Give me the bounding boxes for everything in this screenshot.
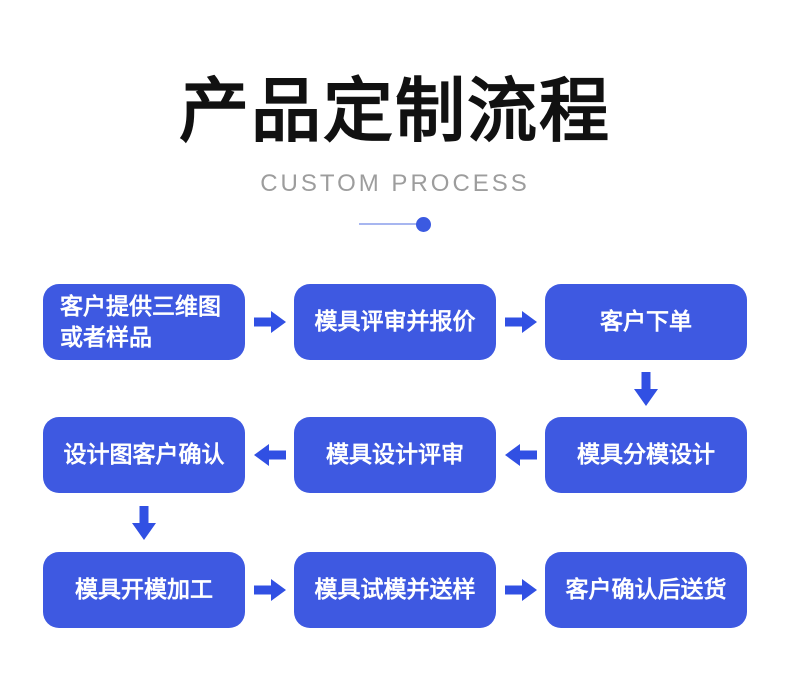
process-flowchart: 客户提供三维图 或者样品 模具评审并报价 客户下单 <box>0 284 790 628</box>
arrow-down-icon <box>132 505 156 540</box>
connector-col-middle <box>294 360 496 417</box>
flow-gap <box>496 579 545 601</box>
step-mold-review-and-quote: 模具评审并报价 <box>294 284 496 360</box>
flow-gap <box>245 579 294 601</box>
page-subtitle: CUSTOM PROCESS <box>260 170 530 197</box>
page-title: 产品定制流程 <box>179 72 611 150</box>
divider-line <box>359 223 417 225</box>
connector-col-left <box>43 360 245 417</box>
flow-gap <box>245 444 294 466</box>
step-mold-trial-and-sample: 模具试模并送样 <box>294 552 496 628</box>
flow-row-2: 设计图客户确认 模具设计评审 模具分模设计 <box>43 417 747 493</box>
flow-gap <box>496 444 545 466</box>
connector-col-right <box>545 493 747 552</box>
connector-col-left <box>43 493 245 552</box>
arrow-left-icon <box>253 444 286 466</box>
page-header: 产品定制流程 CUSTOM PROCESS <box>0 76 790 232</box>
title-divider <box>0 216 790 232</box>
step-customer-order: 客户下单 <box>545 284 747 360</box>
arrow-right-icon <box>253 579 286 601</box>
connector-col-middle <box>294 493 496 552</box>
arrow-left-icon <box>504 444 537 466</box>
step-design-customer-confirmation: 设计图客户确认 <box>43 417 245 493</box>
connector-row-2 <box>43 493 747 552</box>
flow-gap <box>496 311 545 333</box>
flow-row-1: 客户提供三维图 或者样品 模具评审并报价 客户下单 <box>43 284 747 360</box>
step-customer-provides-3d-drawing: 客户提供三维图 或者样品 <box>43 284 245 360</box>
flow-row-3: 模具开模加工 模具试模并送样 客户确认后送货 <box>43 552 747 628</box>
connector-row-1 <box>43 360 747 417</box>
arrow-right-icon <box>504 579 537 601</box>
step-mold-parting-design: 模具分模设计 <box>545 417 747 493</box>
step-delivery-after-confirmation: 客户确认后送货 <box>545 552 747 628</box>
arrow-right-icon <box>504 311 537 333</box>
divider-dot <box>416 216 431 232</box>
connector-col-right <box>545 360 747 417</box>
arrow-right-icon <box>253 311 286 333</box>
step-mold-machining: 模具开模加工 <box>43 552 245 628</box>
arrow-down-icon <box>634 371 658 406</box>
flow-gap <box>245 311 294 333</box>
step-mold-design-review: 模具设计评审 <box>294 417 496 493</box>
